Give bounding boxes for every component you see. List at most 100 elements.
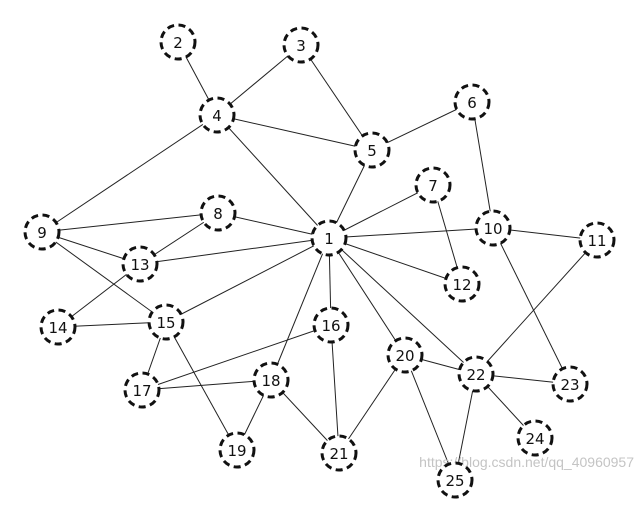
edge-1-18	[270, 237, 330, 381]
node-circle	[578, 221, 616, 259]
node-label: 11	[587, 232, 606, 250]
node-circle	[474, 209, 512, 247]
node-19: 19	[218, 431, 256, 469]
edge-16-21	[330, 324, 340, 454]
node-2: 2	[159, 23, 197, 61]
node-14: 14	[39, 308, 77, 346]
edge-10-23	[492, 227, 571, 385]
node-label: 5	[367, 142, 377, 160]
node-3: 3	[282, 26, 320, 64]
node-circle	[147, 303, 185, 341]
node-circle	[121, 245, 159, 283]
edge-1-12	[328, 237, 463, 285]
node-label: 2	[173, 34, 183, 52]
node-8: 8	[199, 194, 237, 232]
node-circle	[516, 419, 554, 457]
node-23: 23	[551, 365, 589, 403]
edge-1-22	[328, 237, 477, 375]
node-9: 9	[23, 213, 61, 251]
node-12: 12	[443, 265, 481, 303]
node-circle	[159, 23, 197, 61]
node-16: 16	[312, 306, 350, 344]
node-label: 16	[321, 317, 340, 335]
node-label: 9	[37, 224, 47, 242]
node-11: 11	[578, 221, 616, 259]
node-circle	[310, 219, 348, 257]
node-label: 21	[329, 445, 348, 463]
node-label: 22	[466, 366, 485, 384]
node-circle	[282, 26, 320, 64]
node-label: 19	[227, 442, 246, 460]
node-circle	[218, 431, 256, 469]
edge-17-18	[141, 379, 272, 391]
edge-20-21	[338, 354, 406, 454]
node-circle	[198, 96, 236, 134]
node-circle	[443, 265, 481, 303]
node-label: 10	[483, 220, 502, 238]
node-label: 25	[445, 472, 464, 490]
edge-4-5	[216, 114, 373, 151]
edge-8-9	[41, 212, 219, 233]
node-label: 15	[156, 314, 175, 332]
node-20: 20	[386, 336, 424, 374]
node-circle	[436, 461, 474, 499]
node-circle	[123, 371, 161, 409]
edge-9-15	[41, 231, 167, 323]
node-label: 1	[324, 230, 334, 248]
node-25: 25	[436, 461, 474, 499]
node-1: 1	[310, 219, 348, 257]
node-label: 20	[395, 347, 414, 365]
watermark-text: https://blog.csdn.net/qq_40960957	[419, 454, 634, 470]
edge-8-1	[217, 212, 330, 239]
node-5: 5	[353, 131, 391, 169]
edge-4-1	[216, 114, 330, 239]
node-circle	[199, 194, 237, 232]
node-18: 18	[252, 361, 290, 399]
edge-1-15	[165, 237, 330, 323]
node-22: 22	[457, 355, 495, 393]
node-label: 14	[48, 319, 67, 337]
edge-3-5	[300, 44, 373, 151]
node-6: 6	[453, 83, 491, 121]
edge-4-9	[41, 114, 218, 233]
node-label: 8	[213, 205, 223, 223]
edge-7-1	[328, 184, 434, 239]
node-label: 18	[261, 372, 280, 390]
node-label: 17	[132, 382, 151, 400]
node-label: 4	[212, 107, 222, 125]
edge-15-19	[165, 321, 238, 451]
edge-1-13	[139, 237, 330, 265]
node-label: 3	[296, 37, 306, 55]
node-circle	[551, 365, 589, 403]
node-label: 12	[452, 276, 471, 294]
edge-16-17	[141, 324, 332, 391]
edge-20-25	[404, 354, 456, 481]
edge-6-10	[471, 101, 494, 229]
node-10: 10	[474, 209, 512, 247]
node-13: 13	[121, 245, 159, 283]
node-circle	[320, 434, 358, 472]
node-label: 13	[130, 256, 149, 274]
node-circle	[453, 83, 491, 121]
node-circle	[39, 308, 77, 346]
node-4: 4	[198, 96, 236, 134]
edge-1-10	[328, 227, 494, 239]
node-circle	[312, 306, 350, 344]
node-circle	[386, 336, 424, 374]
node-circle	[414, 166, 452, 204]
node-label: 6	[467, 94, 477, 112]
node-circle	[353, 131, 391, 169]
node-label: 24	[525, 430, 544, 448]
node-7: 7	[414, 166, 452, 204]
node-15: 15	[147, 303, 185, 341]
node-label: 7	[428, 177, 438, 195]
edge-1-20	[328, 237, 406, 356]
node-circle	[23, 213, 61, 251]
node-circle	[457, 355, 495, 393]
node-label: 23	[560, 376, 579, 394]
node-17: 17	[123, 371, 161, 409]
node-21: 21	[320, 434, 358, 472]
node-circle	[252, 361, 290, 399]
